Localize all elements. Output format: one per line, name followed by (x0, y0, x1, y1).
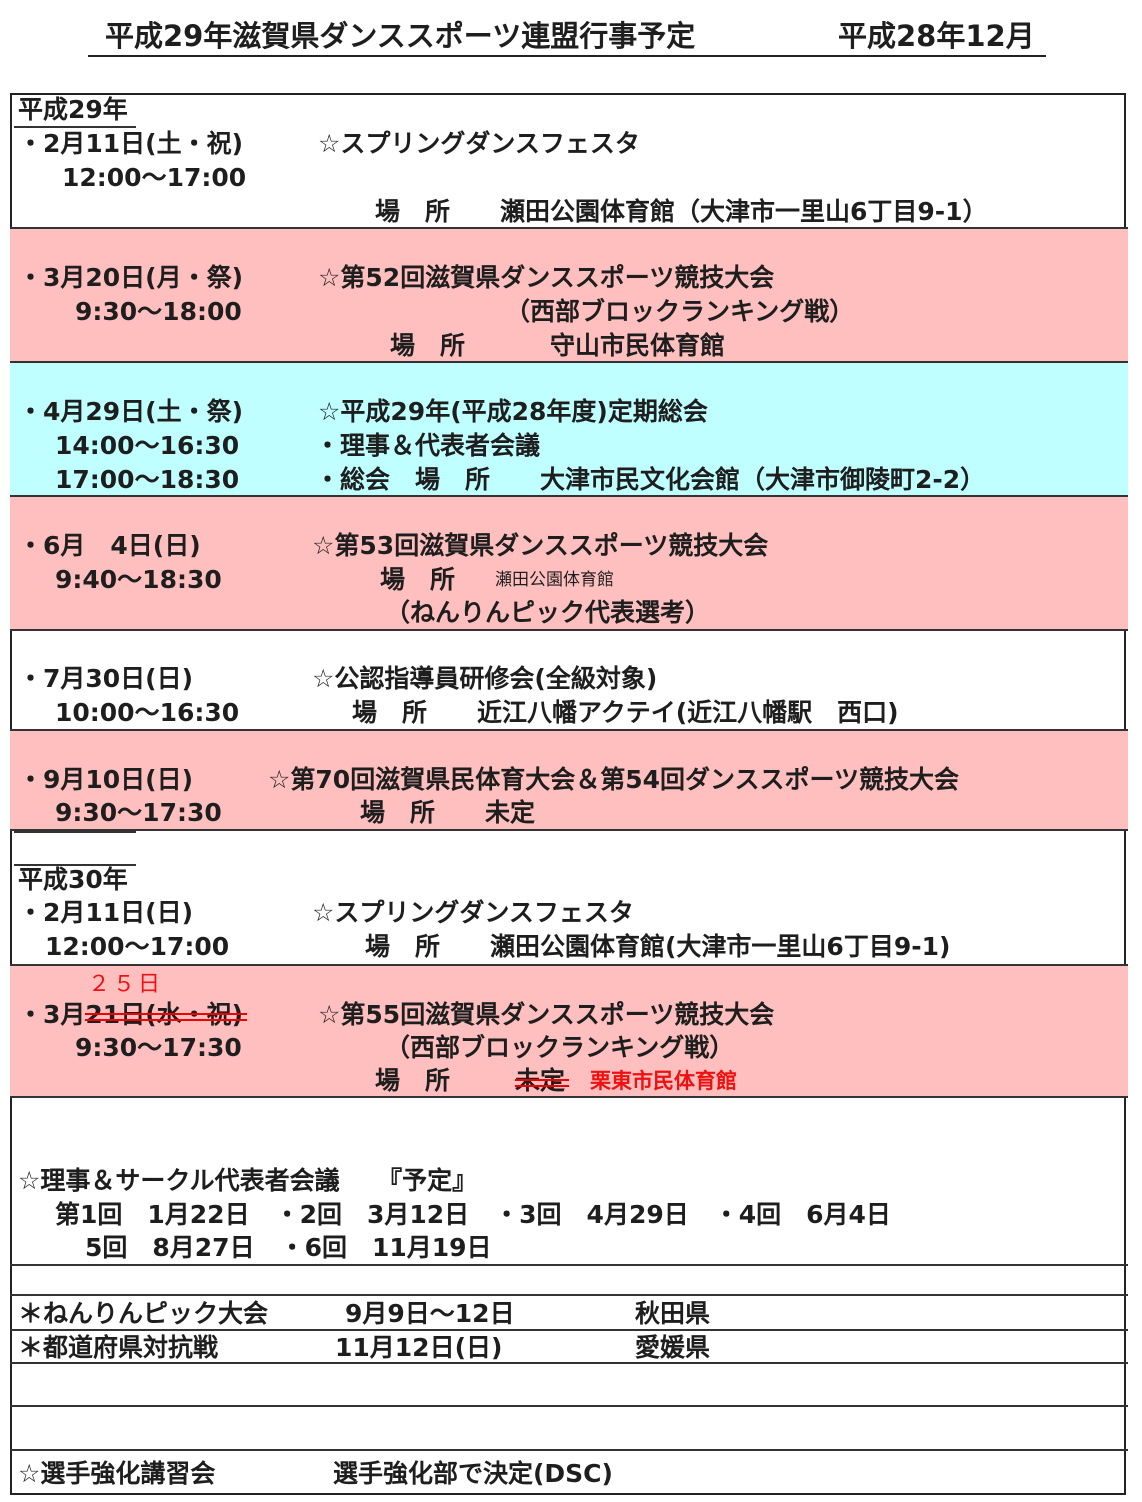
event-subtitle: （西部ブロックランキング戦） (385, 1033, 735, 1062)
event-title: ☆第70回滋賀県民体育大会＆第54回ダンススポーツ競技大会 (268, 765, 959, 794)
event-date: ・2月11日(日) (18, 898, 194, 927)
meetings-line: 第1回 1月22日 ・2回 3月12日 ・3回 4月29日 ・4回 6月4日 (55, 1200, 891, 1229)
row-empty (10, 1364, 1128, 1407)
row-general-meeting (10, 363, 1128, 497)
year-label-underline (14, 93, 136, 128)
row-nenrinpic (10, 1296, 1128, 1331)
event-subtitle: ・理事＆代表者会議 (315, 431, 541, 460)
event-venue: 場 所 未定 (360, 798, 536, 827)
page-title: 平成29年滋賀県ダンススポーツ連盟行事予定 (105, 19, 696, 53)
event-date: ・2月11日(土・祝) (18, 129, 244, 158)
meetings-title: ☆理事＆サークル代表者会議 『予定』 (18, 1166, 478, 1195)
event-title: ☆第55回滋賀県ダンススポーツ競技大会 (318, 1000, 775, 1029)
event-venue: 瀬田公園体育館 (495, 570, 614, 590)
event-date: ・6月 4日(日) (18, 531, 201, 560)
row-instructor-training (10, 631, 1128, 731)
event-date: ・9月10日(日) (18, 765, 194, 794)
struck-venue: 未定 (515, 1066, 566, 1095)
event-time: 9:30〜17:30 (55, 798, 222, 827)
row-empty (10, 1407, 1128, 1451)
event-time: 12:00〜17:00 (62, 163, 247, 192)
venue-label: 場 所 (390, 331, 466, 360)
training-name: ☆選手強化講習会 (18, 1459, 216, 1488)
national-event-date: 11月12日(日) (335, 1333, 503, 1362)
national-event-date: 9月9日〜12日 (345, 1299, 515, 1328)
venue-correction: 栗東市民体育館 (590, 1069, 737, 1093)
row-meetings (10, 1098, 1128, 1266)
event-title: ☆公認指導員研修会(全級対象) (312, 664, 658, 693)
event-title: ☆平成29年(平成28年度)定期総会 (318, 397, 708, 426)
event-venue: 場 所 瀬田公園体育館（大津市一里山6丁目9-1） (375, 197, 988, 226)
event-title: ☆スプリングダンスフェスタ (312, 898, 634, 927)
event-time: 12:00〜17:00 (45, 932, 230, 961)
date-prefix: ・3月 (18, 1000, 86, 1029)
row-empty (10, 1266, 1128, 1296)
venue-label: 場 所 (375, 1066, 451, 1095)
issue-date: 平成28年12月 (838, 19, 1035, 53)
year-label: 平成29年 (18, 95, 128, 124)
title-underline (88, 55, 1046, 57)
event-time: 9:30〜18:00 (75, 297, 242, 326)
event-venue: 場 所 瀬田公園体育館(大津市一里山6丁目9-1) (365, 932, 951, 961)
date-correction: ２５日 (88, 972, 164, 997)
row-prefecture-match (10, 1331, 1128, 1364)
event-time: 14:00〜16:30 (55, 431, 240, 460)
event-subtitle: （西部ブロックランキング戦） (505, 297, 855, 326)
training-note: 選手強化部で決定(DSC) (333, 1459, 613, 1488)
event-date: ・3月20日(月・祭) (18, 263, 244, 292)
meetings-line: 5回 8月27日 ・6回 11月19日 (85, 1233, 492, 1262)
struck-date: 21日(水・祝) (85, 1000, 244, 1029)
national-event-name: ＊ねんりんピック大会 (18, 1299, 269, 1328)
national-event-place: 愛媛県 (635, 1333, 711, 1362)
event-date: ・3月21日(水・祝) (18, 1000, 243, 1030)
event-time: 10:00〜16:30 (55, 698, 240, 727)
national-event-name: ＊都道府県対抗戦 (18, 1333, 219, 1362)
event-date: ・4月29日(土・祭) (18, 397, 244, 426)
event-venue: 場 所 近江八幡アクテイ(近江八幡駅 西口) (352, 698, 899, 727)
venue-label: 場 所 (380, 565, 456, 594)
row-55th-competition (10, 966, 1128, 1098)
row-53rd-competition (10, 497, 1128, 631)
event-title: ☆第52回滋賀県ダンススポーツ競技大会 (318, 263, 775, 292)
event-title: ☆スプリングダンスフェスタ (318, 129, 640, 158)
event-time: 17:00〜18:30 (55, 465, 240, 494)
event-venue: ・総会 場 所 大津市民文化会館（大津市御陵町2-2） (315, 465, 986, 494)
national-event-place: 秋田県 (635, 1299, 711, 1328)
row-70th-prefectural (10, 731, 1128, 831)
event-date: ・7月30日(日) (18, 664, 194, 693)
year-label: 平成30年 (18, 865, 128, 894)
row-spring-festa-2018 (10, 831, 1128, 966)
event-subtitle: （ねんりんピック代表選考） (385, 598, 711, 627)
event-time: 9:40〜18:30 (55, 565, 222, 594)
row-spring-festa-2017 (10, 93, 1128, 229)
event-time: 9:30〜17:30 (75, 1033, 242, 1062)
event-venue: 守山市民体育館 (550, 331, 726, 360)
row-52nd-competition (10, 229, 1128, 363)
year-label-underline (14, 831, 136, 866)
event-title: ☆第53回滋賀県ダンススポーツ競技大会 (312, 531, 769, 560)
